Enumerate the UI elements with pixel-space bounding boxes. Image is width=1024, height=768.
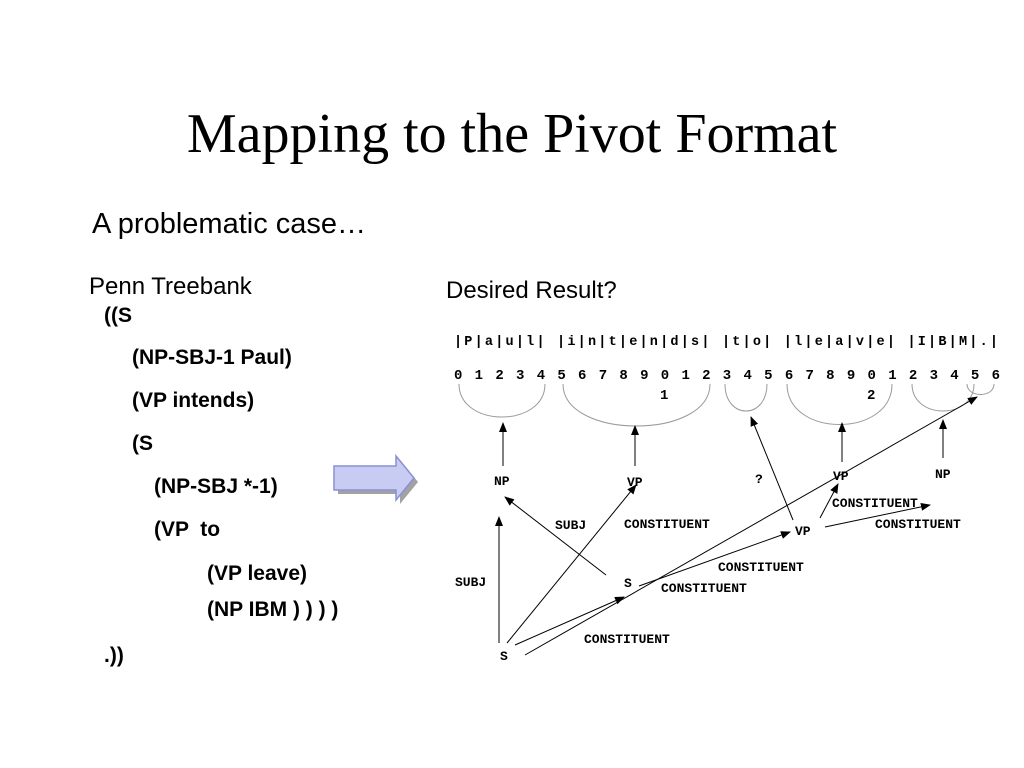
treebank-line: (VP leave) <box>207 562 308 585</box>
desired-result-heading: Desired Result? <box>446 277 617 304</box>
node-vp-leave: VP <box>833 469 849 484</box>
index-tens-digit: 2 <box>867 388 875 404</box>
penn-treebank-heading: Penn Treebank <box>89 273 252 300</box>
node-s-root: S <box>500 649 508 664</box>
edge-label-constituent: CONSTITUENT <box>661 581 747 596</box>
edge-labels: SUBJ SUBJ CONSTITUENT CONSTITUENT CONSTI… <box>455 496 961 647</box>
node-s-inner: S <box>624 576 632 591</box>
edge-vp3-to <box>750 416 794 521</box>
edge-vp3-np2 <box>824 502 931 528</box>
span-arcs <box>458 383 995 427</box>
node-np-paul: NP <box>494 474 510 489</box>
edge-label-constituent: CONSTITUENT <box>875 517 961 532</box>
graph-nodes: NP VP ? VP NP VP S S <box>494 467 951 664</box>
edge-label-constituent: CONSTITUENT <box>624 517 710 532</box>
span-arc-period <box>966 383 995 395</box>
slide-title: Mapping to the Pivot Format <box>186 103 838 165</box>
treebank-line: (NP IBM ) ) ) ) <box>207 598 339 621</box>
node-np-ibm: NP <box>935 467 951 482</box>
span-arc-ibm <box>911 383 975 412</box>
graph-edges <box>495 396 978 656</box>
edge-s2-np-subj <box>504 496 607 576</box>
span-arc-paul <box>458 383 546 418</box>
edge-label-subj: SUBJ <box>455 575 486 590</box>
treebank-line: (VP intends) <box>132 389 255 412</box>
index-row: 0 1 2 3 4 5 6 7 8 9 0 1 2 3 4 5 6 7 8 9 … <box>454 368 1000 384</box>
edge-s2-vp3 <box>638 531 791 587</box>
span-arc-to <box>724 383 768 412</box>
character-offset-row: |P|a|u|l| |i|n|t|e|n|d|s| |t|o| |l|e|a|v… <box>454 335 998 350</box>
treebank-line: (VP to <box>154 518 221 541</box>
treebank-line: (S <box>132 432 153 455</box>
node-vp-intends: VP <box>627 475 643 490</box>
right-arrow-icon <box>333 453 418 504</box>
edge-vp3-vp2 <box>819 483 839 519</box>
span-arc-leave <box>786 383 893 425</box>
span-arc-intends <box>562 383 711 427</box>
node-vp-to: VP <box>795 524 811 539</box>
slide-subtitle: A problematic case… <box>92 208 367 240</box>
index-tens-digit: 1 <box>660 388 668 404</box>
edge-s1-s2 <box>514 596 625 646</box>
node-question: ? <box>755 472 763 487</box>
treebank-line: (NP-SBJ-1 Paul) <box>132 346 292 369</box>
edge-s1-vp <box>506 484 637 644</box>
treebank-line: (NP-SBJ *-1) <box>154 475 278 498</box>
edge-s1-period <box>524 396 978 656</box>
treebank-line: .)) <box>104 644 124 667</box>
edge-label-constituent: CONSTITUENT <box>584 632 670 647</box>
edge-label-constituent: CONSTITUENT <box>832 496 918 511</box>
edge-label-constituent: CONSTITUENT <box>718 560 804 575</box>
treebank-line: ((S <box>104 304 132 327</box>
edge-label-subj: SUBJ <box>555 518 586 533</box>
